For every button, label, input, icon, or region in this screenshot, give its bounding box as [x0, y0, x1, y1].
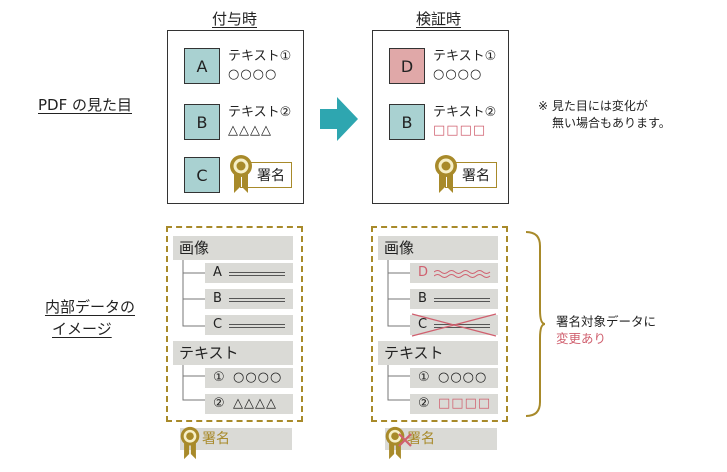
verify-pdf-text-1: テキスト① — [433, 49, 497, 64]
signing-signature-bar: 署名 — [180, 428, 292, 450]
signing-image-line-a — [229, 272, 285, 276]
verify-text-item-1: ① ○○○○ — [410, 368, 498, 388]
row-title-internal-data-line2: イメージ — [52, 320, 112, 338]
verify-text-num-2: ② — [418, 396, 430, 411]
signing-pdf-text-2-value: △△△△ — [228, 123, 272, 138]
signing-image-item-c: C — [205, 315, 293, 335]
signing-text-item-1: ① ○○○○ — [205, 368, 293, 388]
verify-image-line-b — [434, 298, 490, 302]
signing-text-value-2: △△△△ — [233, 396, 277, 411]
verify-texts-header: テキスト — [378, 341, 498, 365]
verify-image-item-d: D — [410, 263, 498, 283]
signing-pdf-signature-label: 署名 — [257, 168, 285, 184]
signing-pdf-text-1-value: ○○○○ — [228, 67, 278, 82]
signing-texts-header: テキスト — [173, 341, 293, 365]
verify-tree-lines — [387, 260, 411, 401]
verify-text-item-2: ② □□□□ — [410, 394, 498, 414]
appearance-note-line1: ※ 見た目には変化が — [538, 99, 648, 113]
signing-pdf-panel: A テキスト① ○○○○ B テキスト② △△△△ C 署名 — [167, 30, 304, 204]
verify-image-label-d: D — [418, 265, 429, 280]
verify-image-deleted-cross-icon — [411, 313, 497, 337]
signing-text-num-1: ① — [213, 370, 225, 385]
signing-pdf-text-2: テキスト② — [228, 105, 292, 120]
signing-data-frame — [166, 226, 303, 422]
signing-pdf-box-c: C — [184, 157, 220, 193]
verify-data-frame — [371, 226, 508, 422]
signing-images-header: 画像 — [173, 236, 293, 260]
signing-text-value-1: ○○○○ — [233, 370, 283, 385]
signing-image-label-c: C — [213, 317, 223, 332]
column-title-signing: 付与時 — [212, 10, 258, 28]
changed-data-note-line1: 署名対象データに — [556, 314, 657, 329]
verify-signature-bar-label: 署名 — [407, 431, 435, 447]
verify-text-num-1: ① — [418, 370, 430, 385]
column-title-verification: 検証時 — [416, 10, 462, 28]
signing-signature-bar-label: 署名 — [202, 431, 230, 447]
seal-ribbon-icon — [230, 155, 252, 193]
signing-image-line-b — [229, 298, 285, 302]
signing-image-item-a: A — [205, 263, 293, 283]
verify-pdf-panel: D テキスト① ○○○○ B テキスト② □□□□ 署名 — [372, 30, 509, 204]
verify-pdf-box-d: D — [389, 48, 425, 84]
signing-text-item-2: ② △△△△ — [205, 394, 293, 414]
seal-ribbon-icon — [180, 426, 200, 460]
verify-signature-bar: 署名 — [385, 428, 497, 450]
verify-pdf-text-2: テキスト② — [433, 105, 497, 120]
row-title-internal-data-line1: 内部データの — [44, 298, 135, 316]
verify-image-item-c: C — [410, 313, 498, 337]
verify-pdf-text-2-value: □□□□ — [433, 123, 487, 138]
signing-tree-lines — [182, 260, 206, 401]
verify-images-header: 画像 — [378, 236, 498, 260]
signing-text-num-2: ② — [213, 396, 225, 411]
arrow-right-icon — [320, 97, 358, 141]
right-bracket-icon — [525, 231, 546, 417]
verify-pdf-signature-label: 署名 — [462, 168, 490, 184]
row-title-internal-data: 内部データの イメージ — [38, 296, 142, 340]
invalid-signature-cross-icon — [398, 433, 412, 447]
verify-text-value-2: □□□□ — [438, 396, 492, 411]
changed-data-note-line2: 変更あり — [556, 331, 607, 346]
verify-pdf-text-1-value: ○○○○ — [433, 67, 483, 82]
signing-image-label-a: A — [213, 265, 222, 280]
verify-image-wavy-line-d — [434, 270, 491, 278]
verify-image-item-b: B — [410, 289, 498, 309]
signing-pdf-box-b: B — [184, 104, 220, 140]
signing-pdf-text-1: テキスト① — [228, 49, 292, 64]
verify-text-value-1: ○○○○ — [438, 370, 488, 385]
signing-image-label-b: B — [213, 291, 222, 306]
row-title-pdf-appearance: PDF の見た目 — [38, 96, 132, 114]
verify-image-label-c: C — [418, 317, 428, 332]
changed-data-note: 署名対象データに 変更あり — [556, 313, 656, 347]
signing-image-line-c — [229, 324, 285, 328]
verify-image-label-b: B — [418, 291, 427, 306]
signing-pdf-box-a: A — [184, 48, 220, 84]
appearance-note-line2: 無い場合もあります。 — [552, 116, 671, 130]
seal-ribbon-icon — [435, 155, 457, 193]
verify-pdf-box-b: B — [389, 104, 425, 140]
appearance-note: ※ 見た目には変化が 無い場合もあります。 — [538, 98, 671, 132]
signing-image-item-b: B — [205, 289, 293, 309]
